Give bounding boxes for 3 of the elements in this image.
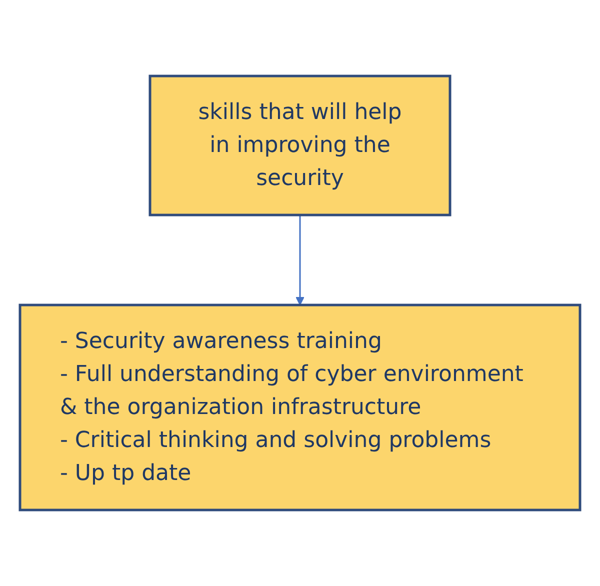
node-box: - Security awareness training - Full understanding of cyber environment & the organization infrastructure - Critical thinking and solving problems - Up tp date xyxy=(18,304,582,512)
arrow xyxy=(296,215,304,306)
node-box: skills that will help in improving the security xyxy=(148,74,452,216)
